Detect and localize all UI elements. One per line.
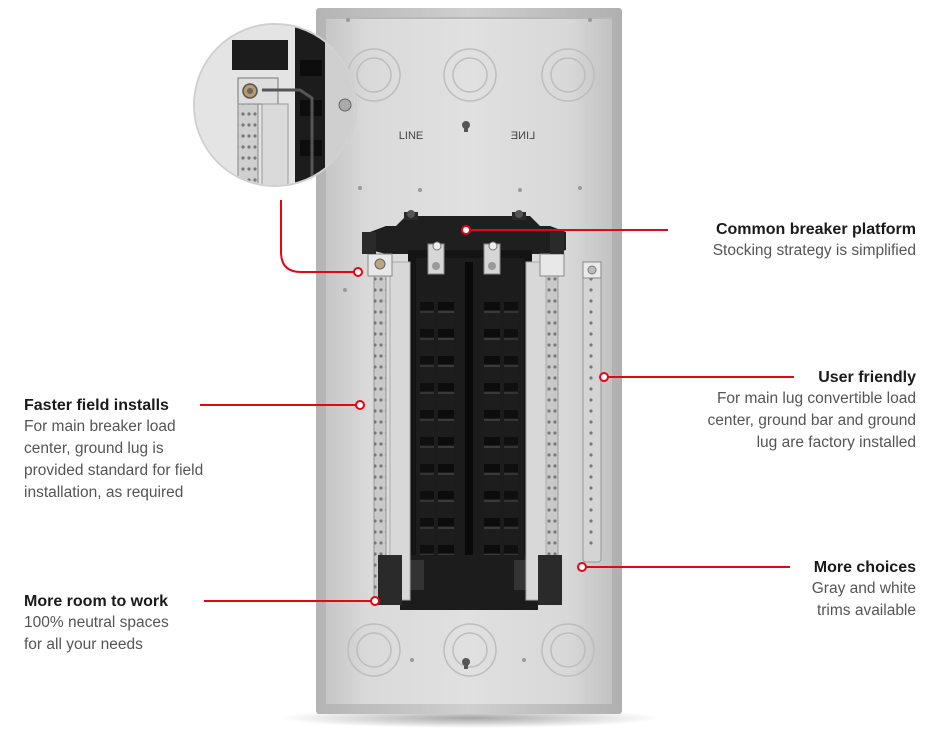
ground-lug-marker (353, 267, 363, 277)
main-lugs (427, 241, 501, 275)
callout-body-line: 100% neutral spaces (24, 614, 169, 631)
callout-body-line: For main lug convertible load (716, 390, 916, 407)
callout-body-line: lug are factory installed (756, 434, 916, 451)
neutral-bar-left (367, 253, 411, 601)
ground-lug-install-marker (355, 400, 365, 410)
ground-bar (582, 261, 602, 563)
platform-marker (461, 225, 471, 235)
callout-body-line: Gray and white (811, 580, 916, 597)
neutral-bar-right (525, 253, 565, 601)
line-label-right: LINE (511, 130, 535, 142)
keyhole-slot (462, 121, 470, 669)
mounting-brackets (362, 232, 564, 605)
callout-body-line: for all your needs (24, 636, 143, 653)
zoom-connector-line (280, 200, 358, 273)
callout-title: Faster field installs (24, 397, 169, 414)
callout-markers (353, 225, 609, 606)
breaker-platform (370, 210, 566, 610)
ground-bar-marker (599, 372, 609, 382)
callout-user-friendly: User friendly For main lug convertible l… (707, 368, 916, 454)
line-label-left: LINE (399, 130, 423, 142)
ground-lug-zoom-inset (193, 23, 357, 187)
callout-more-choices: More choices Gray and white trims availa… (812, 558, 916, 622)
callout-lines (200, 200, 794, 602)
neutral-space-marker (370, 596, 380, 606)
screw-dots (343, 18, 597, 662)
callout-body-line: center, ground bar and ground (707, 412, 916, 429)
callout-title: More choices (813, 559, 916, 576)
trim-marker (577, 562, 587, 572)
callout-title: User friendly (818, 369, 916, 386)
callout-body-line: trims available (816, 602, 916, 619)
callout-title: More room to work (24, 593, 169, 610)
callout-faster-installs: Faster field installs For main breaker l… (24, 396, 224, 504)
callout-body: Stocking strategy is simplified (712, 242, 916, 259)
callout-common-platform: Common breaker platform Stocking strateg… (713, 220, 916, 262)
callout-body: For main breaker load center, ground lug… (24, 418, 204, 501)
knockout-holes (347, 48, 595, 677)
callout-more-room: More room to work 100% neutral spaces fo… (24, 592, 224, 656)
callout-title: Common breaker platform (715, 221, 916, 238)
